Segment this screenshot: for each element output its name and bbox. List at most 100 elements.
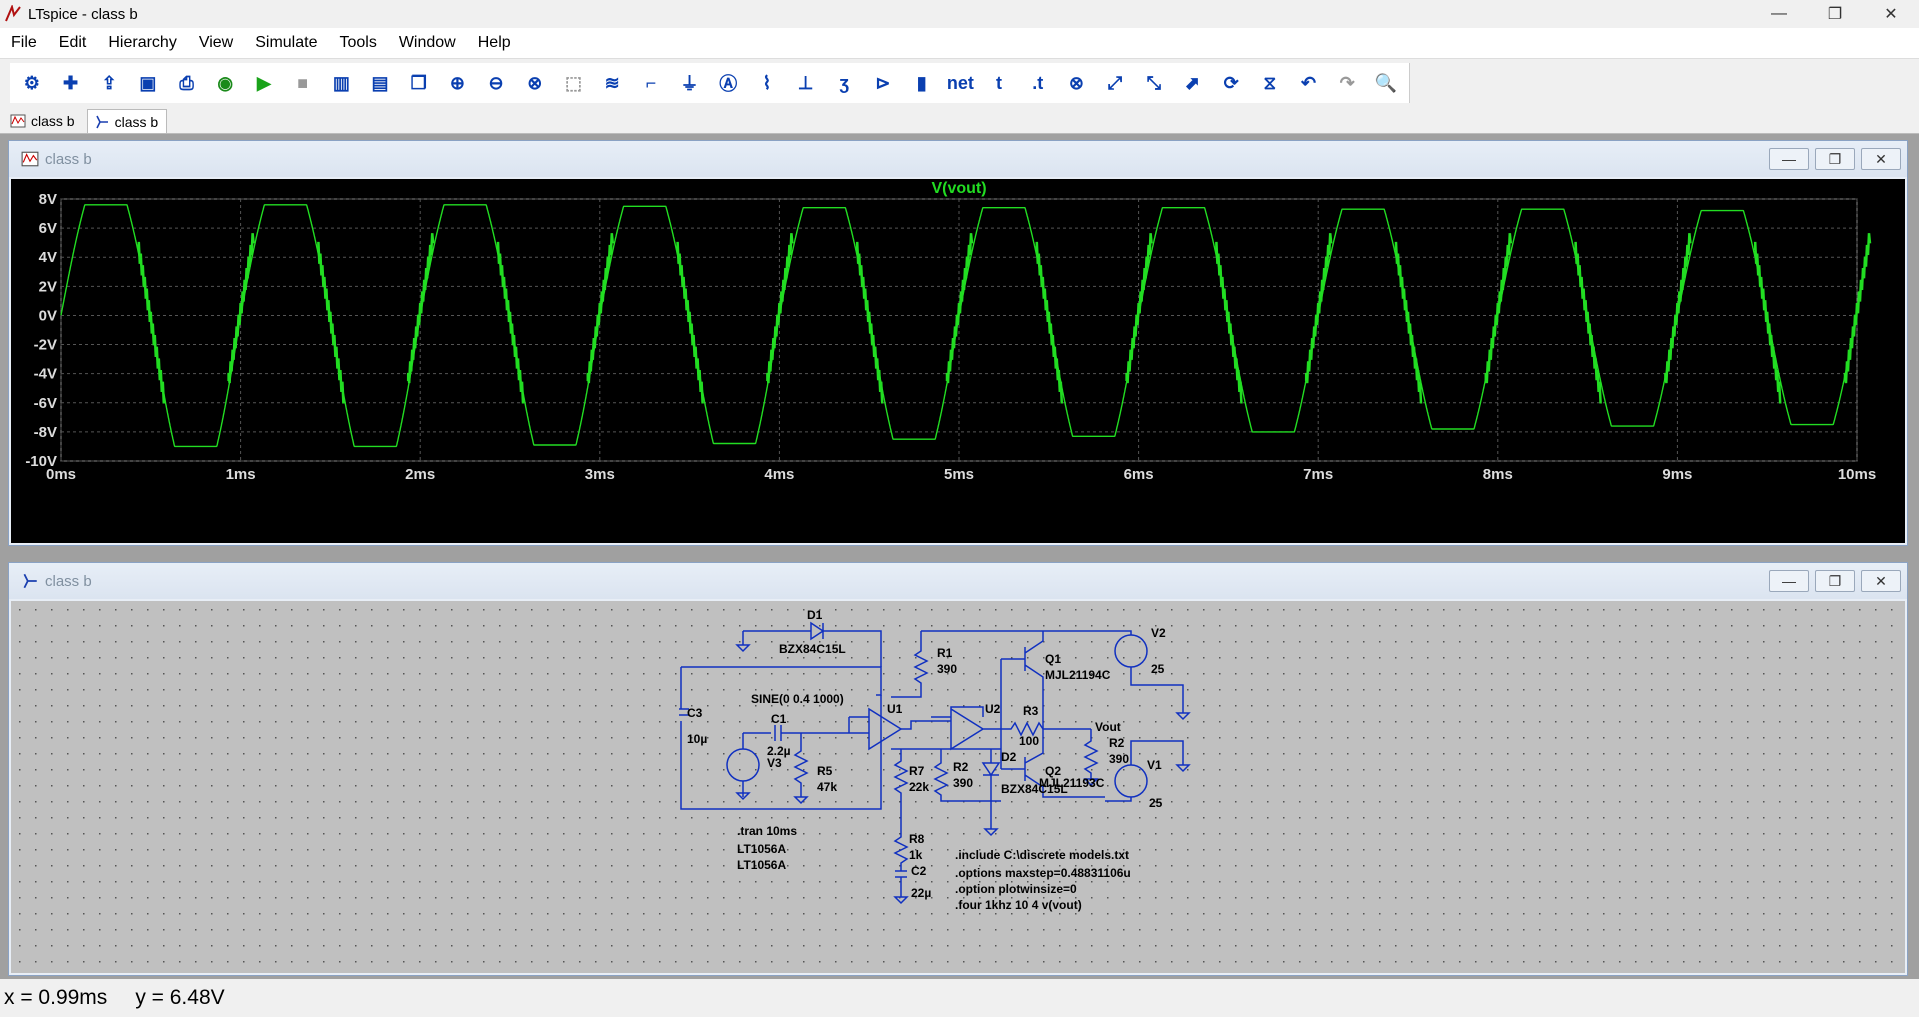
menu-file[interactable]: File (11, 34, 37, 51)
zoom-in-icon[interactable]: ⊕ (449, 72, 465, 93)
wire-icon[interactable]: ⌐ (645, 72, 657, 93)
crossover-oscillation (317, 241, 345, 404)
window-title: LTspice - class b (28, 5, 138, 23)
c3-ref: C3 (687, 706, 703, 720)
crossover-oscillation (945, 233, 974, 384)
crossover-oscillation (1035, 241, 1064, 404)
menu-edit[interactable]: Edit (58, 34, 87, 51)
component-icon[interactable]: ▮ (916, 72, 927, 93)
inductor-icon[interactable]: ʒ (839, 72, 850, 93)
menu-tools[interactable]: Tools (339, 34, 377, 51)
find-icon[interactable]: 🔍 (1374, 72, 1398, 93)
plot-minimize-button[interactable]: — (1769, 148, 1809, 170)
menu-view[interactable]: View (198, 34, 234, 51)
crossover-oscillation (496, 241, 525, 404)
spice-text-icon[interactable]: .t (1032, 72, 1044, 93)
cascade-icon[interactable]: ❐ (410, 72, 427, 93)
y-tick-label: 4V (39, 249, 57, 266)
v1-value: 25 (1149, 796, 1163, 810)
y-tick-label: -2V (34, 337, 57, 354)
spice-directive-icon[interactable]: net (946, 72, 974, 93)
text-icon[interactable]: t (996, 72, 1003, 93)
schematic-drawing[interactable]: D1 BZX84C15L SINE(0 0.4 1000) C3 10µ C1 … (11, 601, 1905, 973)
menu-help[interactable]: Help (477, 34, 511, 51)
schematic-restore-button[interactable]: ❐ (1815, 570, 1855, 592)
y-tick-label: -8V (34, 424, 57, 441)
print-icon[interactable]: ⎙ (179, 72, 194, 93)
schematic-icon (23, 573, 37, 589)
minimize-button[interactable]: — (1771, 5, 1787, 22)
y-tick-label: -10V (25, 453, 57, 470)
x-tick-label: 6ms (1124, 466, 1154, 483)
r1-value: 390 (937, 662, 957, 676)
r1-ref: R1 (937, 646, 953, 660)
schematic-window-caption: class b — ❐ ✕ (9, 563, 1907, 599)
run-icon[interactable]: ▶ (257, 72, 271, 93)
crossover-oscillation (1125, 233, 1153, 384)
r8-value: 1k (909, 848, 923, 862)
diode-icon[interactable]: ⊳ (875, 72, 891, 93)
schematic-minimize-button[interactable]: — (1769, 570, 1809, 592)
x-tick-label: 7ms (1303, 466, 1333, 483)
delete-icon[interactable]: ⊗ (1068, 72, 1084, 93)
v1-ref: V1 (1147, 758, 1162, 772)
plot-restore-button[interactable]: ❐ (1815, 148, 1855, 170)
label-icon[interactable]: Ⓐ (719, 74, 738, 94)
schematic-close-button[interactable]: ✕ (1861, 570, 1901, 592)
menu-simulate[interactable]: Simulate (255, 34, 318, 51)
tile-vertical-icon[interactable]: ▥ (332, 72, 350, 93)
zoom-area-icon[interactable]: ⬚ (564, 72, 582, 93)
capacitor-icon[interactable]: ⊥ (797, 72, 814, 93)
save-icon[interactable]: ▣ (139, 72, 157, 93)
r4-ref: R2 (1109, 736, 1125, 750)
include-directive[interactable]: .include C:\discrete models.txt (955, 848, 1129, 862)
rotate-icon[interactable]: ⟳ (1223, 72, 1239, 93)
c2-value: 22µ (911, 886, 931, 900)
resistor-icon[interactable]: ⌇ (762, 72, 772, 93)
crossover-oscillation (1215, 241, 1243, 404)
plotwinsize-directive[interactable]: .option plotwinsize=0 (955, 882, 1077, 896)
plot-close-button[interactable]: ✕ (1861, 148, 1901, 170)
y-tick-label: 0V (39, 307, 57, 324)
halt-icon[interactable]: ■ (297, 72, 309, 93)
trace-title[interactable]: V(vout) (931, 180, 986, 197)
d1-value: BZX84C15L (779, 642, 846, 656)
x-tick-label: 1ms (226, 466, 256, 483)
redo-icon[interactable]: ↷ (1339, 72, 1355, 93)
autorange-icon[interactable]: ≋ (604, 72, 620, 93)
control-panel-icon[interactable]: ⚙ (23, 72, 40, 93)
tab-plot[interactable]: class b (4, 109, 83, 133)
open-icon[interactable]: ⇪ (101, 72, 117, 93)
ground-icon[interactable]: ⏚ (680, 74, 699, 94)
mirror-icon[interactable]: ⧖ (1263, 72, 1277, 93)
v2-ref: V2 (1151, 626, 1166, 640)
y-tick-label: 2V (39, 278, 57, 295)
menu-hierarchy[interactable]: Hierarchy (108, 34, 177, 51)
tile-horizontal-icon[interactable]: ▤ (371, 72, 389, 93)
menu-window[interactable]: Window (398, 34, 456, 51)
ac-analysis-icon[interactable]: ◉ (217, 72, 234, 93)
move-icon[interactable]: ⤡ (1146, 72, 1161, 93)
zoom-fit-icon[interactable]: ⊗ (527, 72, 543, 93)
undo-icon[interactable]: ↶ (1300, 72, 1317, 93)
schematic-canvas[interactable]: D1 BZX84C15L SINE(0 0.4 1000) C3 10µ C1 … (11, 601, 1905, 973)
y-tick-label: 8V (39, 191, 57, 208)
d2-value: BZX84C15L (1001, 782, 1068, 796)
four-directive[interactable]: .four 1khz 10 4 v(vout) (955, 898, 1082, 912)
drag-icon[interactable]: ⬈ (1184, 72, 1201, 93)
crossover-oscillation (855, 241, 884, 404)
maximize-button[interactable]: ❐ (1827, 6, 1843, 23)
r7-ref: R7 (909, 764, 925, 778)
close-button[interactable]: ✕ (1884, 6, 1898, 23)
menu-bar: File Edit Hierarchy View Simulate Tools Window… (0, 28, 1919, 58)
tran-directive[interactable]: .tran 10ms (737, 824, 797, 838)
vout-label: Vout (1095, 720, 1121, 734)
options-directive[interactable]: .options maxstep=0.48831106u (955, 866, 1131, 880)
zoom-out-icon[interactable]: ⊖ (488, 72, 504, 93)
new-schematic-icon[interactable]: ✚ (62, 72, 79, 93)
tab-schematic[interactable]: class b (86, 109, 168, 133)
duplicate-icon[interactable]: ⤢ (1107, 72, 1123, 93)
